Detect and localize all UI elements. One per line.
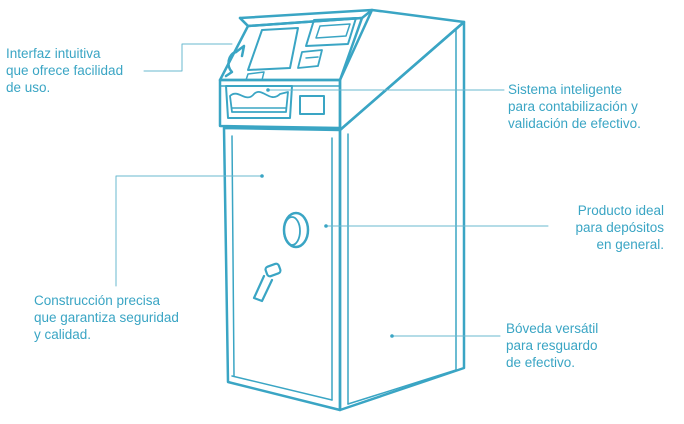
callout-intelligent-system: Sistema inteligente para contabilización… (508, 82, 641, 131)
leader-interface (143, 43, 233, 72)
kiosk-head (218, 8, 466, 132)
callout-dots (260, 88, 394, 338)
callout-interface: Interfaz intuitiva que ofrece facilidad … (6, 46, 124, 95)
callout-leaders (115, 43, 549, 337)
vault-dial (282, 211, 310, 249)
leader-construction (115, 175, 263, 287)
callout-construction: Construcción precisa que garantiza segur… (34, 293, 179, 342)
vault-handle (252, 262, 282, 303)
callout-vault: Bóveda versátil para resguardo de efecti… (506, 321, 599, 370)
callout-ideal-product: Producto ideal para depósitos en general… (575, 203, 664, 252)
